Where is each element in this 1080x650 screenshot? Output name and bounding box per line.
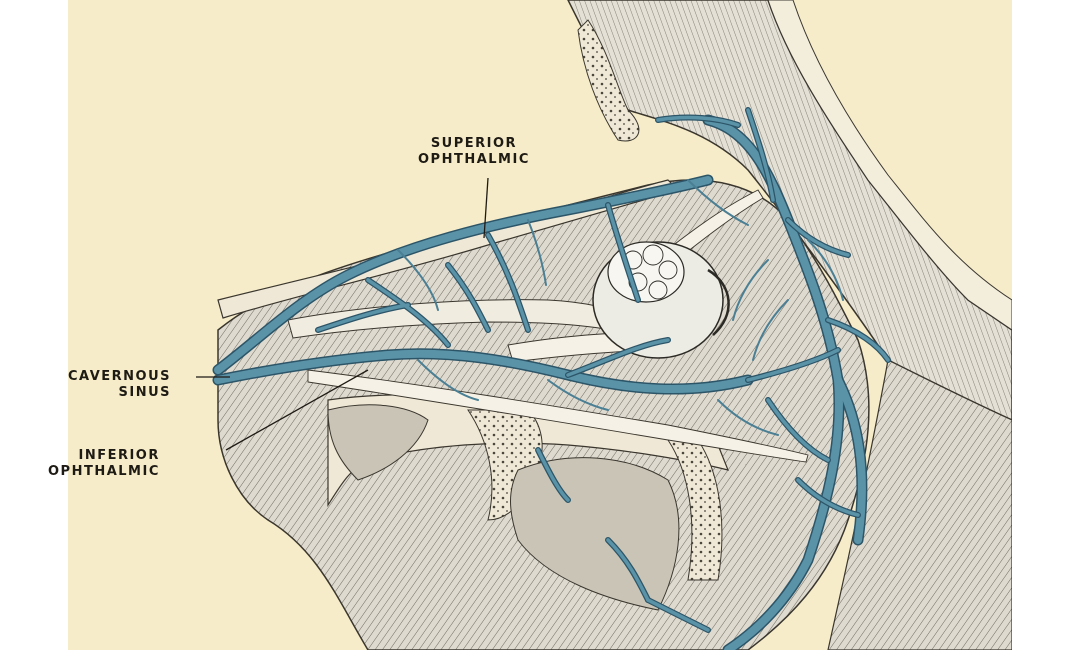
cornea (707, 268, 730, 336)
gland-lobule (648, 280, 668, 300)
gland-lobule (658, 260, 678, 280)
left-fossa (327, 404, 429, 481)
superior-ophthalmic-leader (483, 177, 489, 239)
oblique-tendon (307, 369, 809, 463)
superior-ophthalmic-label: SUPERIOR OPHTHALMIC (418, 136, 530, 168)
nasal-region (827, 359, 1012, 650)
skin-layer (767, 0, 1012, 331)
superior-ophthalmic-line1: SUPERIOR (430, 136, 518, 151)
frontal-sinus (577, 19, 640, 142)
inferior-ophthalmic-line2: OPHTHALMIC (48, 464, 160, 479)
orbit-veins-illustration (68, 0, 1012, 650)
vein-network (212, 107, 891, 650)
superior-ophthalmic-line2: OPHTHALMIC (418, 152, 530, 167)
cavernous-sinus-label: CAVERNOUS SINUS (68, 369, 171, 401)
inferior-ophthalmic-label: INFERIOR OPHTHALMIC (48, 448, 160, 480)
gland-lobule (642, 244, 664, 266)
cavernous-sinus-line1: CAVERNOUS (68, 369, 172, 384)
inferior-ophthalmic-line1: INFERIOR (78, 448, 160, 463)
anatomical-plate (68, 0, 1012, 650)
palatine-bone (667, 439, 723, 581)
inferior-ophthalmic-leader (225, 369, 369, 451)
cavernous-sinus-line2: SINUS (118, 385, 172, 400)
leader-lines (196, 177, 489, 451)
